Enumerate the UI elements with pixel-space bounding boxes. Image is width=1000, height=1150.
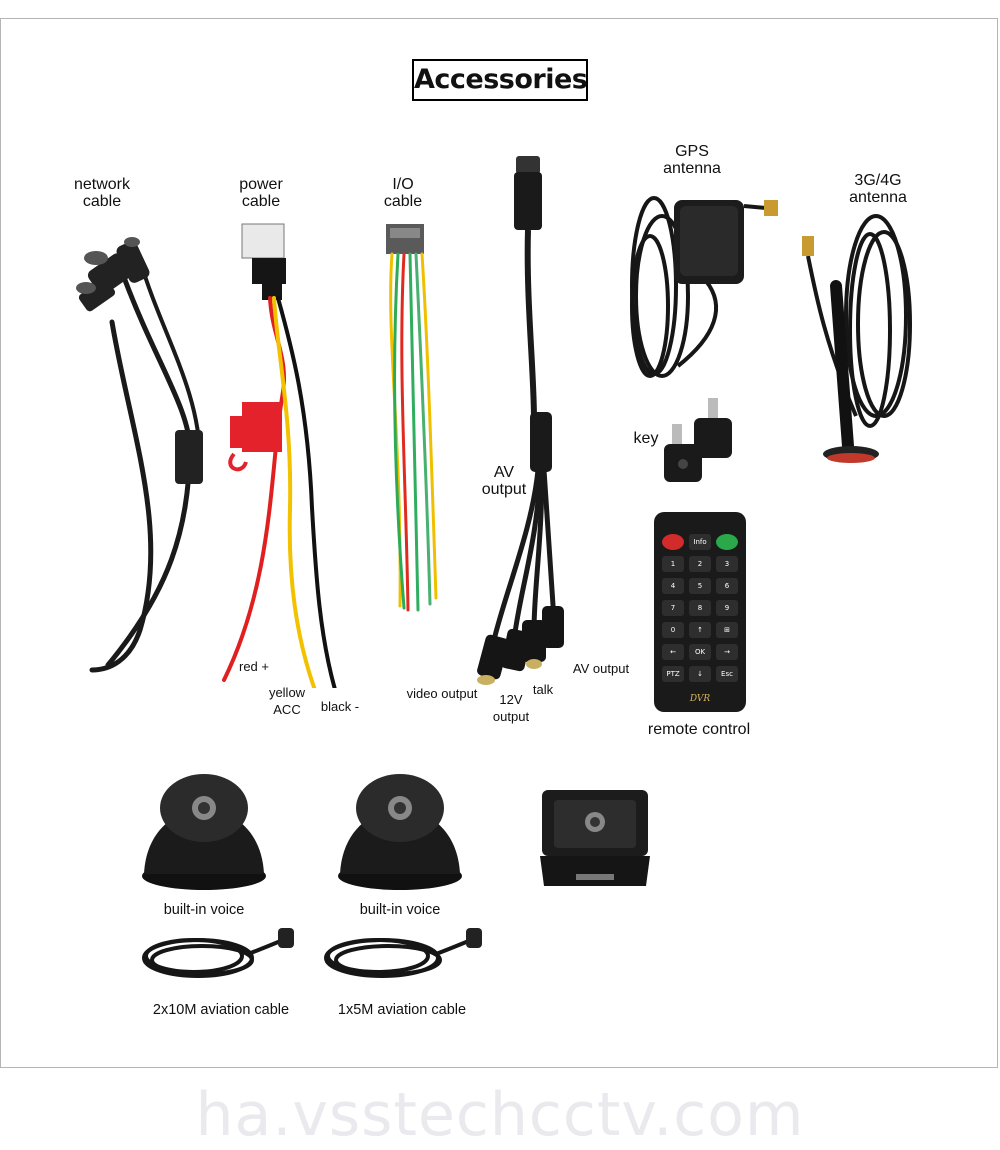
4g-antenna-label-line2: antenna [849,189,907,206]
av-output-cable-image [477,156,564,685]
remote-key: 3 [716,556,738,572]
key-label: key [633,430,659,447]
remote-brand: DVR [689,694,711,704]
io-cable-image [386,224,438,612]
power-cable-label-line1: power [239,176,283,193]
io-cable-label-line1: I/O [392,176,414,193]
aviation-cable-2x10-image [142,928,294,978]
dome-camera-2-image [338,774,462,890]
remote-key: ↑ [689,622,711,638]
remote-key: 0 [662,622,684,638]
av-output-small-label: AV output [572,661,630,676]
gps-antenna-label-line2: antenna [663,160,721,177]
gps-antenna-image [630,196,778,378]
12v-output-label-line1: 12V [499,692,523,707]
black-wire-label: black - [320,699,360,714]
remote-key: Esc [716,666,738,682]
remote-key: 7 [662,600,684,616]
network-cable-label-line1: network [73,176,131,193]
talk-label: talk [532,682,554,697]
power-cable-label-line2: cable [241,193,281,210]
remote-key [716,534,738,550]
4g-antenna-label-line1: 3G/4G [854,172,902,189]
power-cable-label: power cable [226,176,296,210]
12v-output-label-line2: output [492,709,530,724]
av-output-label: AV output [474,464,534,498]
remote-key: 2 [689,556,711,572]
built-in-voice-label-1: built-in voice [163,902,245,918]
remote-key [662,534,684,550]
remote-key: ↓ [689,666,711,682]
remote-key: Info [689,534,711,550]
remote-key: 4 [662,578,684,594]
red-wire-label: red + [239,659,269,674]
av-output-label-line1: AV [493,464,515,481]
remote-key: ⊞ [716,622,738,638]
remote-key: 6 [716,578,738,594]
rear-camera-image [540,790,650,886]
remote-key: 8 [689,600,711,616]
remote-key: OK [689,644,711,660]
remote-key: 9 [716,600,738,616]
io-cable-label-line2: cable [383,193,423,210]
remote-key: 1 [662,556,684,572]
remote-key: ← [662,644,684,660]
watermark: ha.vsstechcctv.com [195,1080,805,1150]
av-output-label-line2: output [481,481,527,498]
dome-camera-1-image [142,774,266,890]
network-cable-image [76,237,203,673]
aviation-cable-1x5-image [324,928,482,978]
video-output-label: video output [406,686,478,701]
yellow-wire-label-line2: ACC [273,702,301,717]
key-image [664,398,732,482]
gps-antenna-label: GPS antenna [652,143,732,177]
remote-key: PTZ [662,666,684,682]
page-title: Accessories [412,59,588,101]
remote-key: → [716,644,738,660]
network-cable-label: network cable [62,176,142,210]
power-cable-image [222,223,337,688]
4g-antenna-label: 3G/4G antenna [838,172,918,206]
remote-control-label: remote control [647,721,751,738]
aviation-cable-1x5-label: 1x5M aviation cable [337,1002,467,1018]
accessories-panel [0,18,998,1068]
remote-key: 5 [689,578,711,594]
network-cable-label-line2: cable [82,193,122,210]
yellow-wire-label-line1: yellow [268,685,306,700]
4g-antenna-image [802,214,912,463]
aviation-cable-2x10-label: 2x10M aviation cable [152,1002,290,1018]
io-cable-label: I/O cable [371,176,435,210]
gps-antenna-label-line1: GPS [675,143,709,160]
built-in-voice-label-2: built-in voice [359,902,441,918]
yellow-wire-label: yellow ACC [262,684,312,718]
12v-output-label: 12V output [488,691,534,725]
